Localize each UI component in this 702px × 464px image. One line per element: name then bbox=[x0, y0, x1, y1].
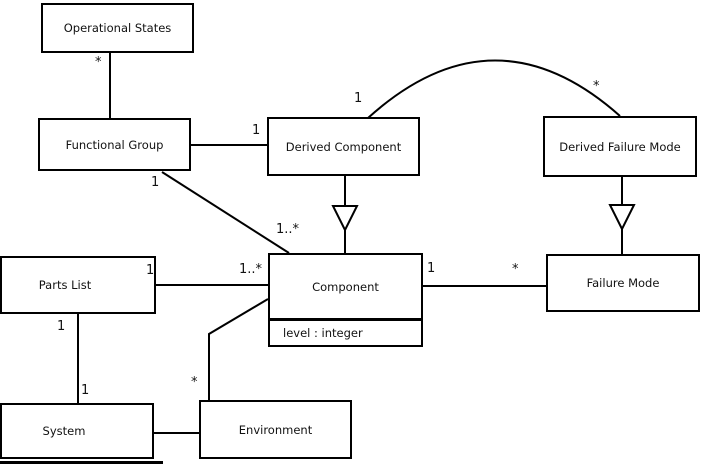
multiplicity-parts-list-far: 1..* bbox=[239, 262, 263, 277]
multiplicity-parts-list-system-near: 1 bbox=[57, 319, 66, 334]
multiplicity-component-failure-mode-far: * bbox=[512, 262, 519, 277]
class-name: Operational States bbox=[63, 21, 172, 35]
screen-edge-artifact bbox=[0, 461, 163, 464]
class-environment: Environment bbox=[199, 400, 352, 459]
class-name: Parts List bbox=[38, 278, 92, 292]
class-name: Environment bbox=[238, 422, 313, 437]
class-name: System bbox=[42, 424, 86, 438]
class-derived-failure-mode: Derived Failure Mode bbox=[543, 116, 697, 177]
class-name: Derived Component bbox=[285, 139, 402, 154]
multiplicity-functional-group-near: 1 bbox=[151, 175, 160, 190]
generalization-triangle-component bbox=[331, 205, 359, 233]
class-name: Functional Group bbox=[65, 137, 164, 152]
multiplicity-arc-derived-failure-mode: * bbox=[593, 79, 600, 94]
multiplicity-component-failure-mode-near: 1 bbox=[427, 261, 436, 276]
multiplicity-parts-list-system-far: 1 bbox=[81, 383, 90, 398]
class-name: Failure Mode bbox=[586, 276, 660, 290]
class-name: Component bbox=[312, 279, 379, 294]
class-attributes-compartment: level : integer bbox=[270, 318, 421, 345]
multiplicity-parts-list-near: 1 bbox=[146, 263, 155, 278]
generalization-triangle-failure-mode bbox=[608, 204, 636, 232]
attribute-level: level : integer bbox=[283, 326, 363, 340]
class-failure-mode: Failure Mode bbox=[546, 254, 700, 312]
multiplicity-functional-group-derived-component: 1 bbox=[252, 123, 261, 138]
class-system: System bbox=[0, 403, 154, 459]
class-name: Derived Failure Mode bbox=[559, 139, 681, 154]
multiplicity-operational-states: * bbox=[95, 55, 102, 70]
association-environment-component bbox=[208, 298, 269, 400]
multiplicity-functional-group-far: 1..* bbox=[276, 222, 300, 237]
class-operational-states: Operational States bbox=[41, 3, 194, 53]
multiplicity-environment-component: * bbox=[191, 375, 198, 390]
class-functional-group: Functional Group bbox=[38, 118, 191, 171]
class-derived-component: Derived Component bbox=[267, 117, 420, 176]
association-functional-group-component bbox=[161, 171, 290, 254]
multiplicity-arc-derived-component: 1 bbox=[354, 91, 363, 106]
association-arc-derived-component-derived-failure-mode bbox=[367, 59, 621, 119]
class-parts-list: Parts List bbox=[0, 256, 156, 314]
class-component: Component level : integer bbox=[268, 253, 423, 347]
